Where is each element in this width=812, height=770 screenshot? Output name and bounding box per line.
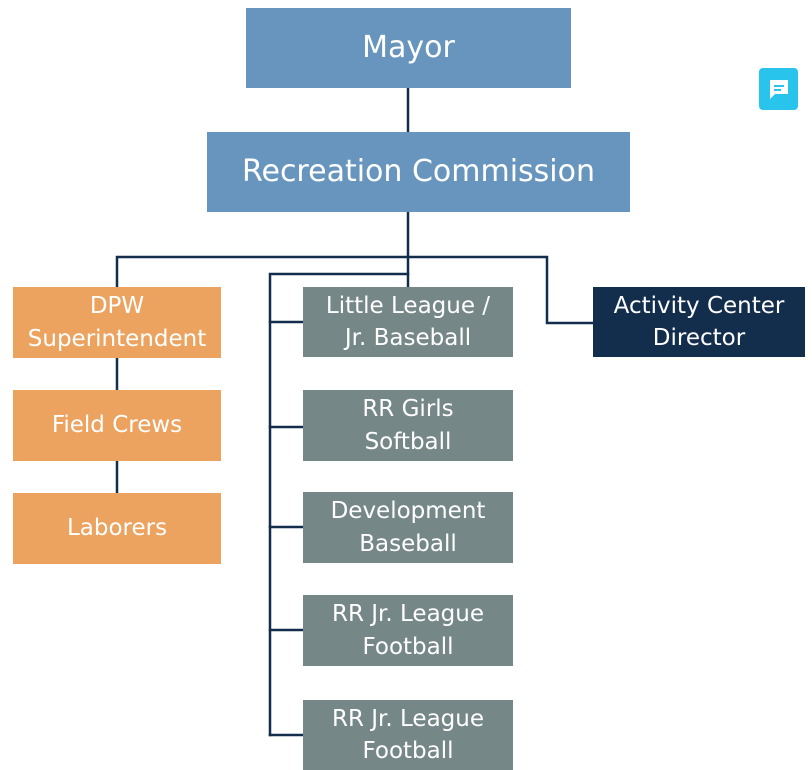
jr-league-football-2-line-1: RR Jr. League [331,705,484,732]
activity-center-line-1: Activity Center [613,292,785,319]
mayor-box: Mayor [246,8,571,88]
girls-softball-line-2: Softball [364,428,452,455]
development-baseball-box: Development Baseball [303,492,513,563]
comment-icon[interactable] [759,68,798,110]
dpw-superintendent-line-2: Superintendent [27,325,207,352]
girls-softball-line-1: RR Girls [362,396,454,423]
field-crews-label: Field Crews [51,412,183,439]
connector-to-league-spine [268,272,410,737]
jr-league-football-line-2: Football [362,633,454,660]
jr-league-football-box: RR Jr. League Football [303,595,513,666]
development-baseball-line-1: Development [330,498,486,525]
development-baseball-line-2: Baseball [359,530,457,557]
dpw-superintendent-line-1: DPW [89,293,145,320]
dpw-superintendent-box: DPW Superintendent [13,287,221,358]
laborers-box: Laborers [13,493,221,564]
little-league-box: Little League / Jr. Baseball [303,287,513,357]
connector-to-activity-center [406,255,595,325]
mayor-label: Mayor [362,30,455,65]
laborers-label: Laborers [66,515,168,542]
jr-league-football-2-line-2: Football [362,738,454,764]
recreation-commission-box: Recreation Commission [207,132,630,212]
jr-league-football-line-1: RR Jr. League [331,601,484,628]
little-league-line-1: Little League / [325,292,491,319]
connector-to-dpw [115,255,410,289]
girls-softball-box: RR Girls Softball [303,390,513,461]
recreation-commission-label: Recreation Commission [241,154,595,189]
comment-icon-glyph [769,80,788,99]
activity-center-director-box: Activity Center Director [593,287,805,357]
little-league-line-2: Jr. Baseball [344,325,472,351]
jr-league-football-box-2: RR Jr. League Football [303,700,513,770]
activity-center-line-2: Director [652,325,746,351]
field-crews-box: Field Crews [13,390,221,461]
